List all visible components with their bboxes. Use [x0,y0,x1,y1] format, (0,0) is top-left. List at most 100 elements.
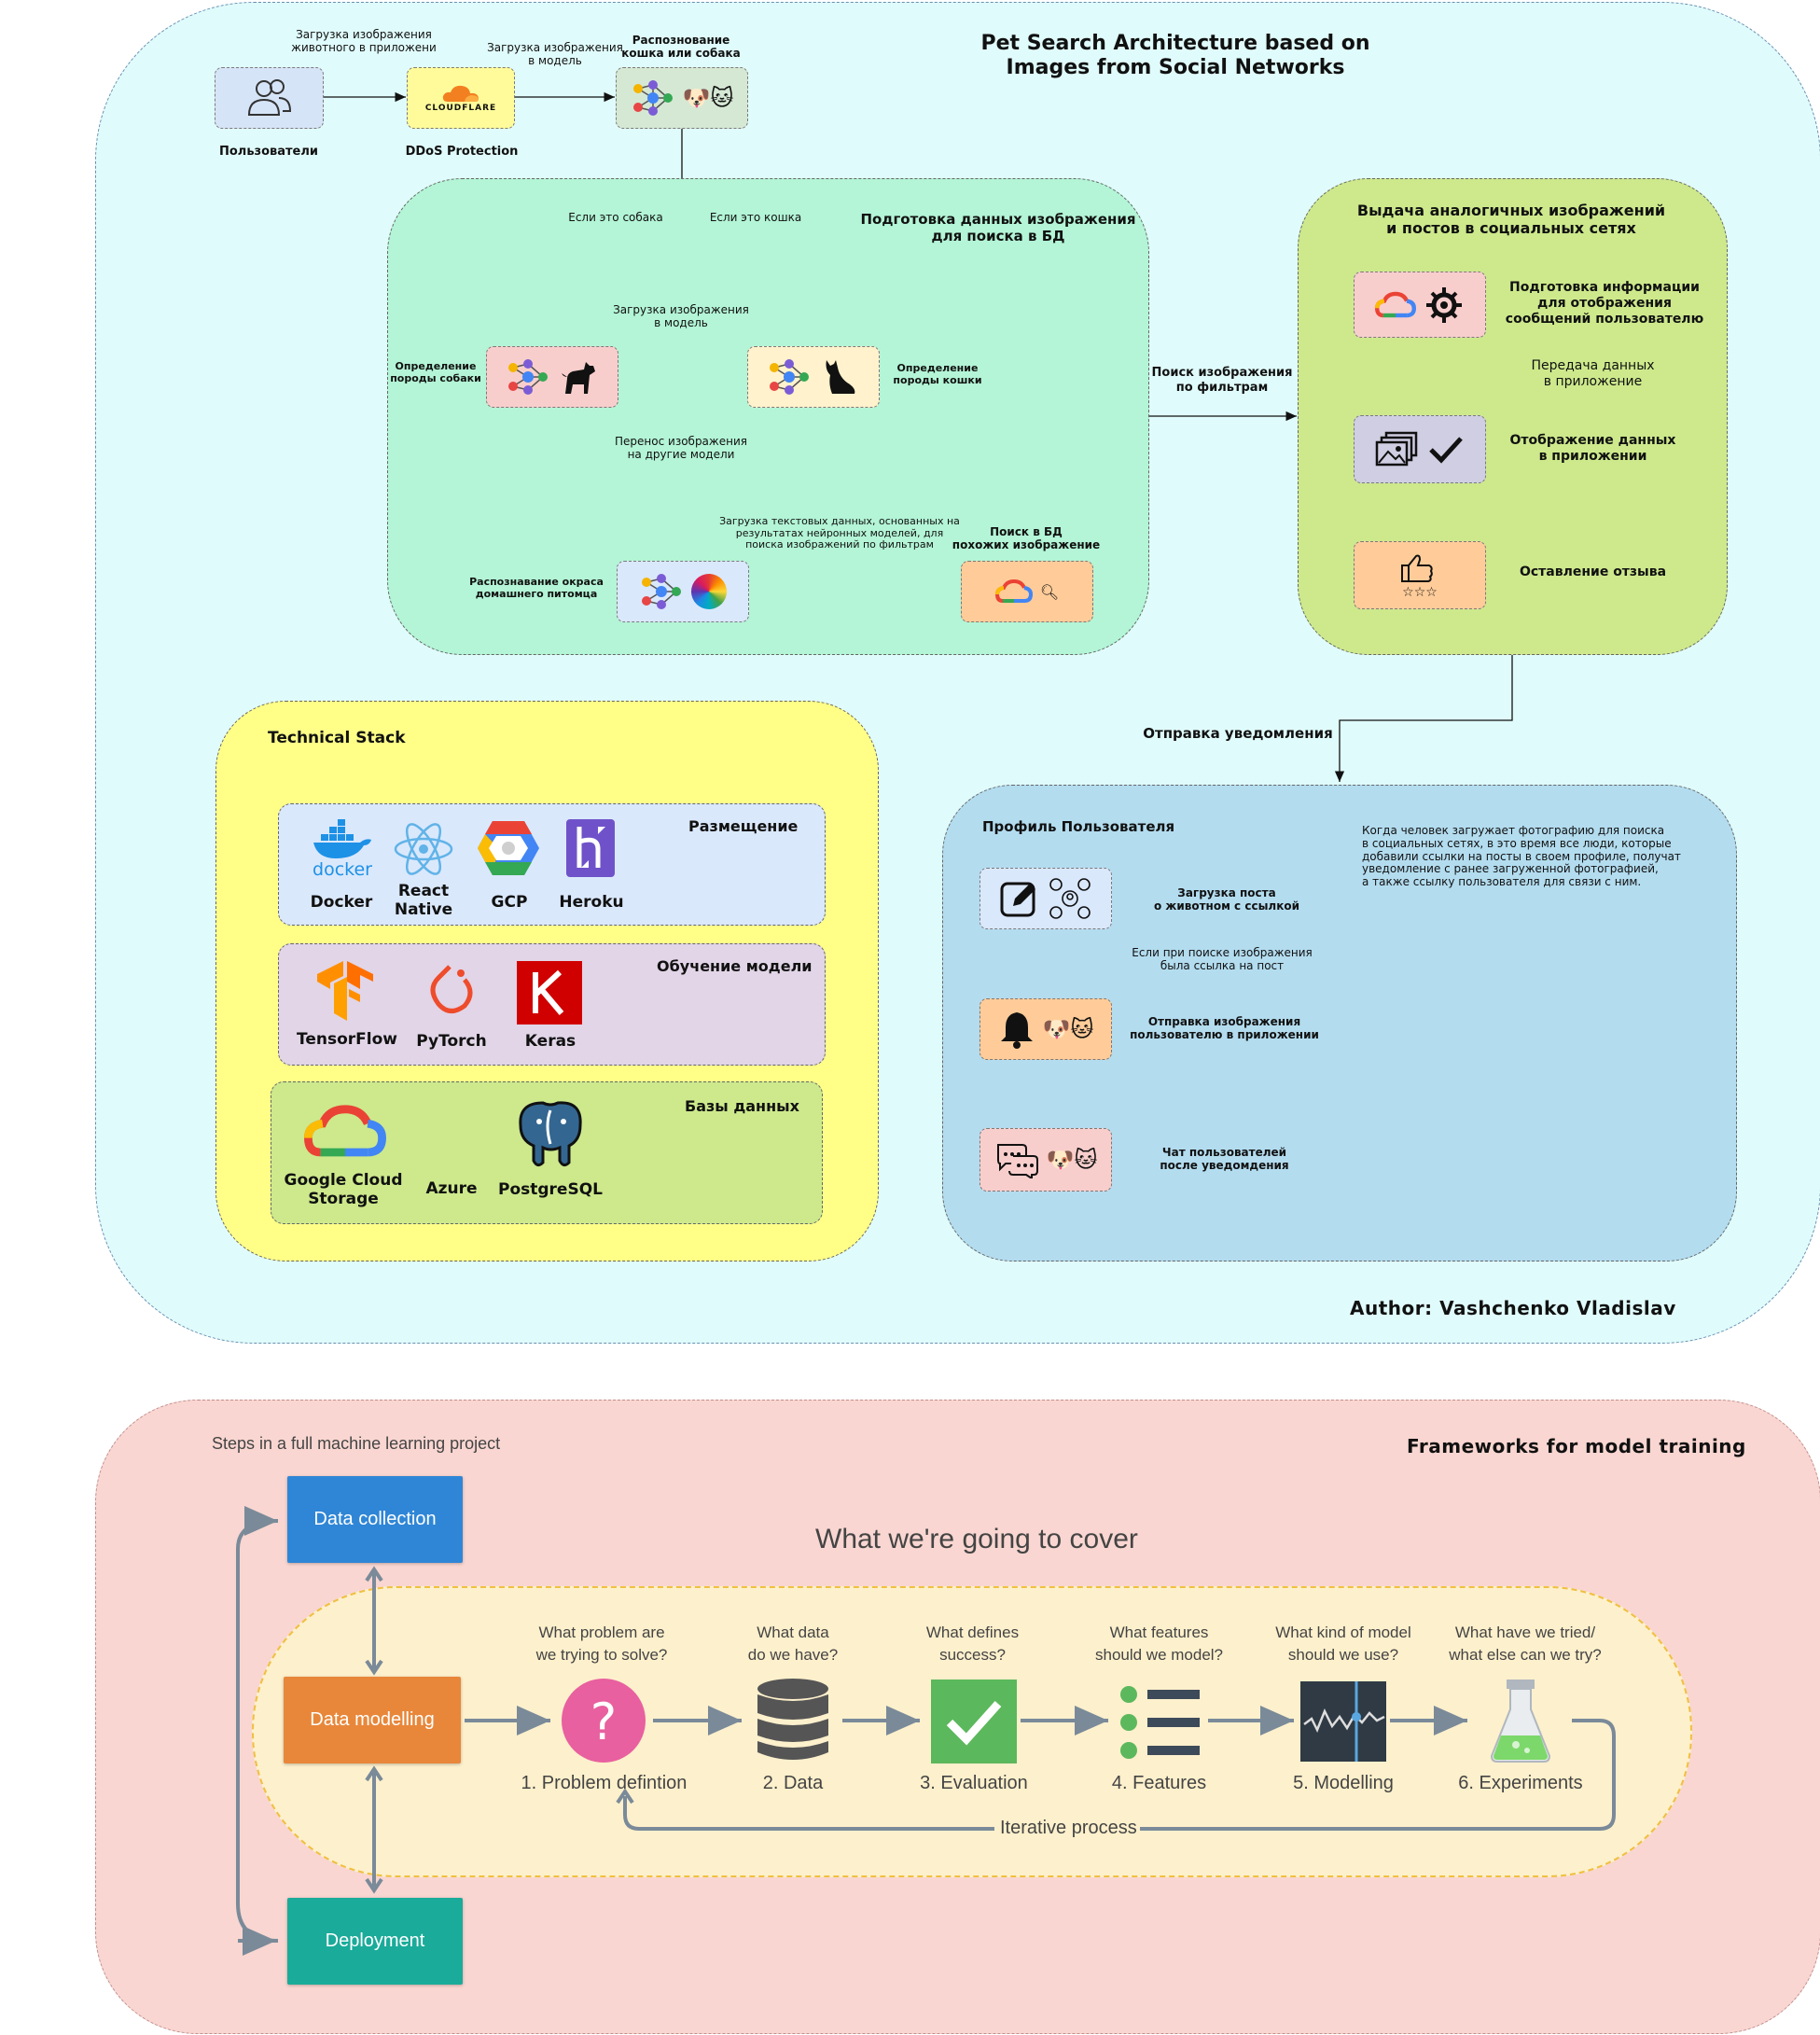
data-modelling-step: Data modelling [284,1677,461,1763]
feedback-label: Оставление отзыва [1519,565,1667,579]
social-networks-icon [1049,878,1091,919]
tensorflow-icon [317,961,373,1021]
chat-icon [996,1144,1038,1178]
prepare-info-node [1354,272,1486,338]
modelling-chart-icon [1300,1681,1386,1762]
google-cloud-icon [994,578,1033,603]
prepare-info-label: Подготовка информации для отображения со… [1505,280,1704,327]
step-data: 2. Data [762,1773,824,1793]
gcp-label: GCP [491,893,528,912]
dog-silhouette-icon [562,362,595,394]
hosting-group [278,803,826,926]
dog-cat-icon: 🐶🐱 [682,85,734,111]
ddos-label: DDoS Protection [405,145,519,159]
postgresql-icon [519,1101,582,1167]
cat-breed-label: Определение породы кошки [893,362,982,387]
svg-text:☆☆☆: ☆☆☆ [1402,585,1438,599]
pytorch-label: PyTorch [416,1032,487,1051]
heroku-icon [566,819,615,877]
question-features: What features should we model? [1094,1624,1224,1664]
gear-icon [1426,286,1462,323]
docker-label: Docker [310,893,373,912]
step-features: 4. Features [1111,1773,1207,1793]
cat-silhouette-icon [826,360,855,394]
react-native-label: React Native [394,882,453,920]
step-problem-definition: 1. Problem defintion [521,1773,688,1793]
bell-icon [1000,1012,1033,1049]
google-cloud-icon [1375,291,1416,317]
feedback-node: ☆☆☆ [1354,541,1486,609]
cat-breed-node [747,346,880,408]
training-title: Обучение модели [657,957,813,975]
if-cat-label: Если это кошка [700,211,812,225]
send-image-label: Отправка изображения пользователю в прил… [1130,1015,1319,1042]
svg-text:?: ? [590,1693,618,1751]
transfer-label: Перенос изображения на другие модели [615,435,747,462]
color-recognition-label: Распознавание окраса домашнего питомца [469,576,604,601]
color-recognition-node [617,561,749,622]
chat-label: Чат пользователей после уведомдения [1160,1146,1289,1173]
hosting-title: Размещение [688,817,799,835]
upload-post-label: Загрузка поста о животном с ссылкой [1153,886,1300,913]
output-title: Выдача аналогичных изображений и постов … [1356,202,1666,238]
deployment-label: Deployment [325,1930,425,1951]
neural-network-icon [770,359,809,395]
prep-title: Подготовка данных изображения для поиска… [860,211,1136,244]
neural-network-icon [508,359,548,395]
dog-cat-icon: 🐶🐱 [1046,1147,1098,1173]
experiments-flask-icon [1490,1680,1551,1763]
recognition-node: 🐶🐱 [616,67,748,129]
step-modelling: 5. Modelling [1293,1773,1394,1793]
evaluation-check-icon [931,1680,1017,1763]
send-image-node: 🐶🐱 [979,998,1112,1060]
question-icon: ? [562,1679,646,1763]
db-search-node: 🔍︎ [961,561,1093,622]
keras-label: Keras [524,1032,577,1051]
gcp-icon [478,821,539,875]
edge-upload-app-label: Загрузка изображения животного в приложе… [291,28,437,55]
features-list-icon [1120,1686,1200,1759]
color-wheel-icon [691,574,727,609]
cloudflare-text: CLOUDFLARE [424,104,497,113]
keras-icon [517,961,582,1024]
recognition-label: Распознование кошка или собака [621,34,741,61]
step-evaluation: 3. Evaluation [920,1773,1028,1793]
users-icon [247,79,291,116]
checkmark-icon [1429,436,1463,464]
text-upload-label: Загрузка текстовых данных, основанных на… [719,515,960,551]
cloudflare-cloud-icon [442,85,479,102]
search-filters-label: Поиск изображения по фильтрам [1151,366,1293,395]
db-search-label: Поиск в БД похожих изображение [952,525,1101,552]
data-collection-label: Data collection [313,1509,437,1529]
notification-label: Отправка уведомления [1143,725,1333,742]
edge-upload-model-label: Загрузка изображения в модель [487,41,623,68]
gallery-icon [1375,431,1418,466]
dog-breed-label: Определение породы собаки [390,360,481,385]
profile-title: Профиль Пользователя [982,818,1175,835]
chat-node: 🐶🐱 [979,1128,1112,1192]
heroku-label: Heroku [559,893,624,912]
react-native-icon [394,823,453,875]
stack-title: Technical Stack [268,729,406,747]
azure-label: Azure [425,1179,478,1198]
dog-breed-node [486,346,618,408]
search-icon: 🔍︎ [1039,582,1060,601]
cover-title: What we're going to cover [815,1524,1138,1554]
question-experiments: What have we tried/ what else can we try… [1449,1624,1602,1664]
question-modelling: What kind of model should we use? [1275,1624,1411,1664]
postgresql-label: PostgreSQL [498,1180,603,1199]
data-collection-step: Data collection [287,1476,463,1563]
step-experiments: 6. Experiments [1458,1773,1583,1793]
data-modelling-label: Data modelling [310,1709,435,1730]
display-label: Отображение данных в приложении [1509,433,1676,464]
question-problem: What problem are we trying to solve? [535,1624,668,1664]
users-label: Пользователи [218,145,319,159]
dog-cat-icon: 🐶🐱 [1042,1016,1094,1042]
transfer-app-label: Передача данных в приложение [1531,358,1655,389]
database-icon [757,1679,828,1760]
profile-description: Когда человек загружает фотографию для п… [1362,824,1681,889]
display-node [1354,415,1486,483]
frameworks-title: Frameworks for model training [1407,1435,1746,1457]
pytorch-icon [430,965,473,1013]
cloudflare-node: CLOUDFLARE [407,67,515,129]
